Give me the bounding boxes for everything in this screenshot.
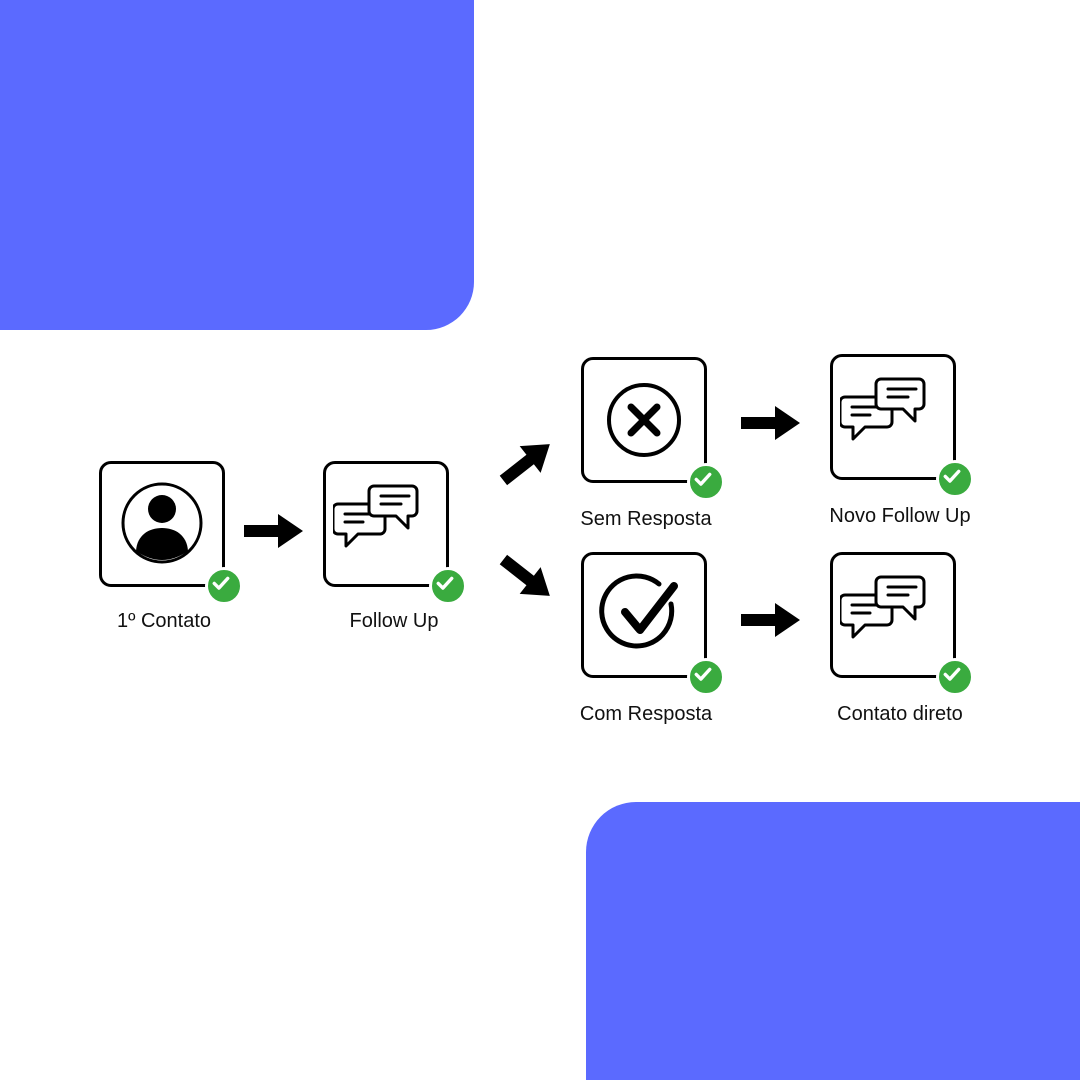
node-new-follow-up	[830, 354, 974, 498]
chat-bubbles-icon	[333, 471, 439, 577]
decorative-block-bottom	[586, 802, 1080, 1080]
node-label: Sem Resposta	[580, 508, 712, 530]
check-badge-icon	[205, 567, 243, 605]
node-label: Com Resposta	[579, 703, 713, 725]
arrow-down-right-icon	[497, 548, 557, 608]
check-badge-icon	[936, 658, 974, 696]
chat-bubbles-icon	[840, 364, 946, 470]
node-label: 1º Contato	[116, 610, 212, 632]
check-circle-icon	[599, 573, 678, 649]
check-badge-icon	[687, 658, 725, 696]
node-first-contact	[99, 461, 243, 605]
chat-bubbles-icon	[840, 562, 946, 668]
x-circle-icon	[607, 383, 681, 457]
check-badge-icon	[429, 567, 467, 605]
user-avatar-icon	[121, 482, 203, 564]
node-with-response	[581, 552, 725, 696]
node-label: Novo Follow Up	[829, 505, 971, 527]
node-label: Contato direto	[837, 703, 963, 725]
decorative-block-top	[0, 0, 474, 330]
arrow-right-icon	[741, 600, 801, 640]
node-follow-up	[323, 461, 467, 605]
check-badge-icon	[687, 463, 725, 501]
check-badge-icon	[936, 460, 974, 498]
node-label: Follow Up	[349, 610, 439, 632]
arrow-right-icon	[741, 403, 801, 443]
node-frame	[581, 552, 707, 678]
node-frame	[99, 461, 225, 587]
arrow-right-icon	[244, 511, 304, 551]
node-direct-contact	[830, 552, 974, 696]
node-no-response	[581, 357, 725, 501]
arrow-up-right-icon	[497, 432, 557, 492]
